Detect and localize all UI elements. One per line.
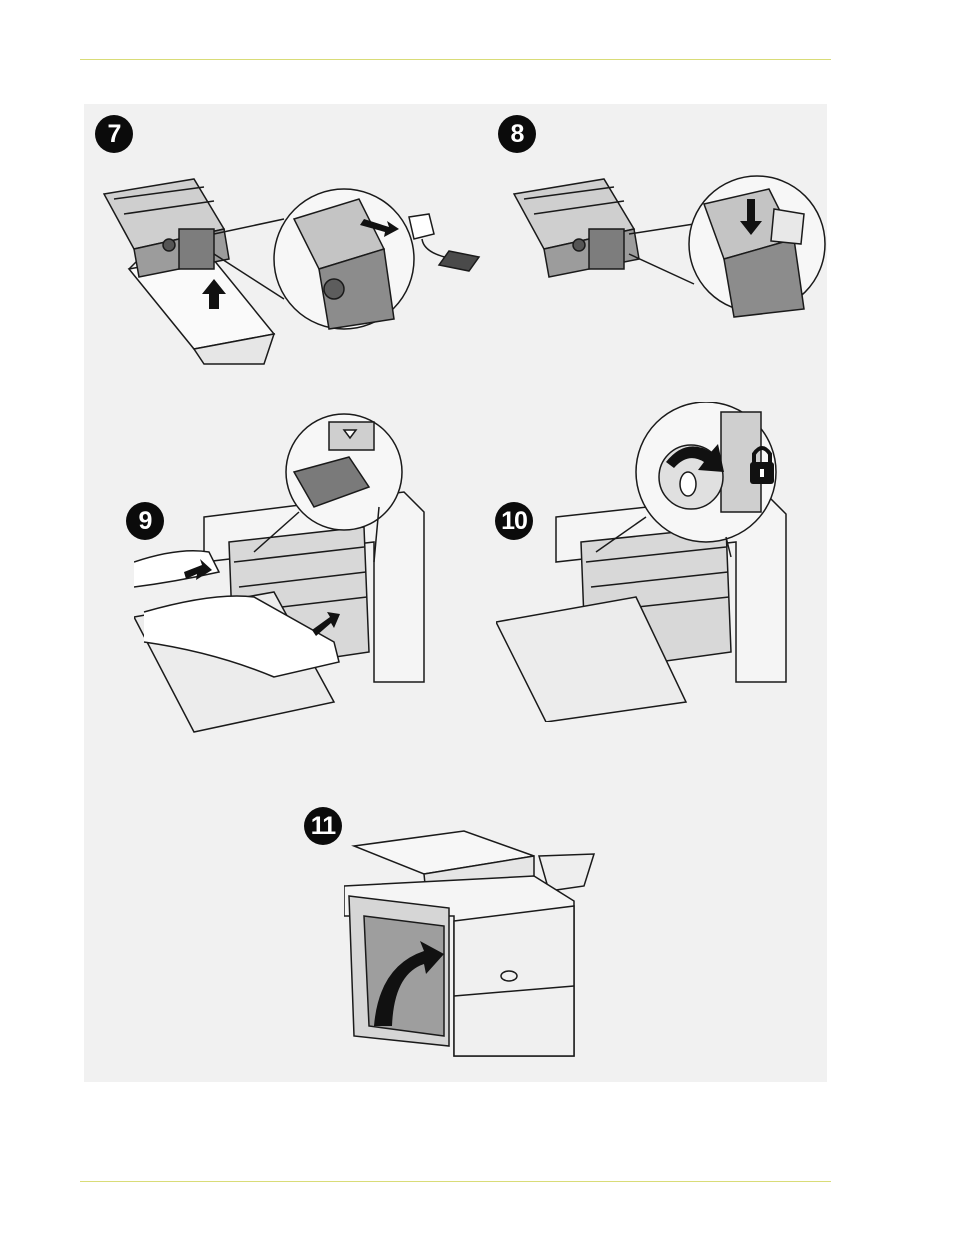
- step-7-illustration: [94, 159, 494, 369]
- step-8-badge: 8: [498, 115, 536, 153]
- step-11-illustration: [344, 826, 604, 1066]
- header-rule: [80, 59, 831, 60]
- step-7-badge: 7: [95, 115, 133, 153]
- footer-rule: [80, 1181, 831, 1182]
- step-8-illustration: [509, 159, 829, 329]
- illustration-panel: 7: [84, 104, 827, 1082]
- step-9-illustration: [134, 412, 429, 737]
- step-10-illustration: [496, 402, 796, 722]
- step-11-badge: 11: [304, 807, 342, 845]
